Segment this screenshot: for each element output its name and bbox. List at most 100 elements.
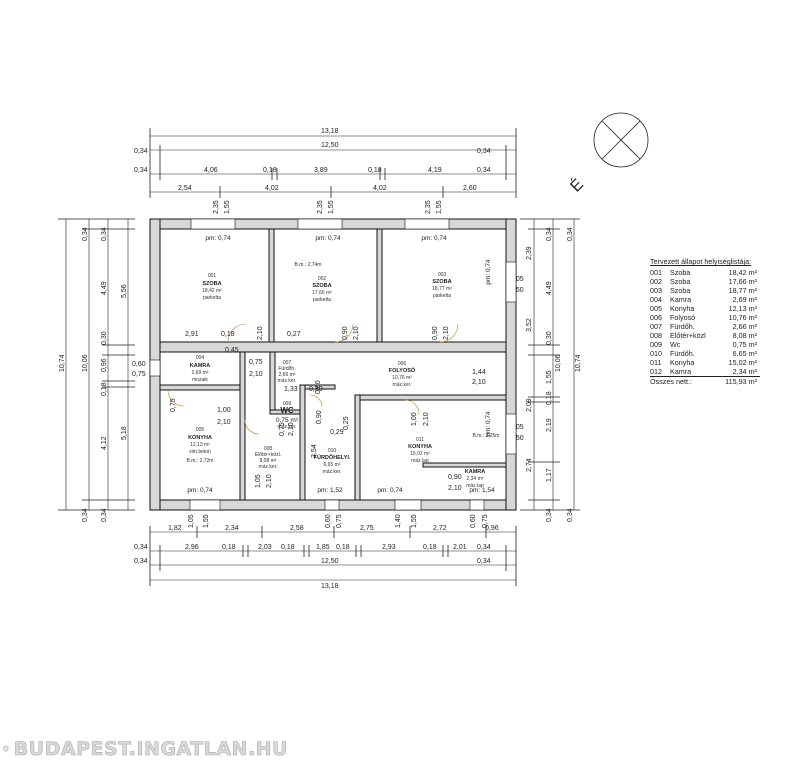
inner-l1-1: 0,18 — [221, 331, 235, 338]
inner-corr-5: 0,75 — [279, 422, 286, 436]
doors — [167, 323, 459, 435]
room-011-id: 011 — [416, 437, 424, 443]
room-006-id: 006 — [398, 361, 407, 367]
room-009-name: WC — [280, 406, 294, 415]
top-seg-1: 4,06 — [204, 167, 218, 174]
legend-id: 005 — [650, 304, 662, 313]
legend-name: Fürdőh. — [670, 349, 695, 358]
room-011-pm-side: pm: 0,74 — [485, 411, 492, 437]
room-004-id: 004 — [196, 355, 205, 361]
top-overall-dim: 13,18 — [321, 128, 339, 135]
bottom-row2-4: 0,18 — [281, 544, 295, 551]
inner-corr-8: 2,10 — [266, 474, 273, 488]
top-win-2: 4,02 — [265, 185, 279, 192]
top-window-dim-1b: 1,55 — [224, 200, 231, 214]
inner-corr-7: 1,05 — [255, 474, 262, 488]
legend-area: 6,65 m² — [732, 349, 757, 358]
room-007-id: 007 — [283, 360, 292, 366]
legend-name: Wc — [670, 340, 681, 349]
room-011-floor: máz.lap — [411, 458, 429, 464]
bottom-wall-right2: 0,34 — [477, 558, 491, 565]
left-side-1b: 0,34 — [101, 227, 108, 241]
top-seg-4: 0,18 — [368, 167, 382, 174]
left-side-5: 0,18 — [101, 382, 108, 396]
inner-l2-1: 0,75 — [249, 359, 263, 366]
room-008-area: 8,08 m² — [260, 458, 277, 464]
room-001-area: 18,42 m² — [202, 288, 222, 294]
legend-row: 001 Szoba 18,42 m² — [650, 268, 760, 277]
room-007-floor: máz.ker. — [278, 378, 297, 384]
legend-id: 012 — [650, 367, 662, 376]
inner-labels: 2,91 0,18 2,10 0,27 0,90 2,10 0,90 2,10 … — [170, 326, 462, 492]
left-opening-1: 0,60 — [132, 361, 146, 368]
room-003-pm: pm: 0,74 — [421, 235, 447, 242]
legend-name: Szoba — [670, 268, 691, 277]
bottom-window-3a: 1,40 — [395, 514, 402, 528]
bottom-row2-6: 0,18 — [336, 544, 350, 551]
right-side-4: 1,55 — [546, 370, 553, 384]
inner-l2-3: 1,33 — [284, 386, 298, 393]
legend-id: 006 — [650, 313, 662, 322]
right-window-1a: 2,05 — [510, 276, 524, 283]
room-004-name: KAMRA — [190, 363, 210, 369]
legend-title: Tervezett állapot helyiséglistája: — [650, 257, 752, 266]
left-side-3: 0,30 — [101, 331, 108, 345]
bottom-window-4b: 0,75 — [482, 514, 489, 528]
room-010-floor: máz.ker. — [323, 469, 342, 475]
bottom-row2-9: 2,01 — [453, 544, 467, 551]
legend-name: Kamra — [670, 367, 692, 376]
legend-area: 18,42 m² — [728, 268, 757, 277]
room-005-bm: B.m.: 2,72m — [187, 458, 214, 464]
top-window-dim-1a: 2,35 — [213, 200, 220, 214]
left-side-2: 4,49 — [101, 281, 108, 295]
room-003-name: SZOBA — [432, 279, 451, 285]
legend-area: 10,76 m² — [728, 313, 757, 322]
legend-area: 0,75 m² — [732, 340, 757, 349]
bottom-window-1a: 1,05 — [188, 514, 195, 528]
room-002-pm: pm: 0,74 — [315, 235, 341, 242]
top-wall-dim-left: 0,34 — [134, 148, 148, 155]
bottom-window-2b: 0,75 — [336, 514, 343, 528]
right-door-1: 1,44 — [472, 369, 486, 376]
left-overall-dim: 10,74 — [59, 354, 66, 372]
right-inner-dim: 10,06 — [555, 354, 562, 372]
right-window-1b: 1,50 — [510, 287, 524, 294]
room-010-id: 010 — [328, 448, 337, 454]
right-side-8: 0,34 — [546, 508, 553, 522]
bottom-row2-2: 0,18 — [222, 544, 236, 551]
legend-total-area: 115,93 m² — [725, 377, 757, 386]
room-005-id: 005 — [196, 427, 205, 433]
bottom-seg-2: 2,34 — [225, 525, 239, 532]
room-005-floor: sim.beton — [189, 449, 211, 455]
inner-door-4: 0,90 — [448, 474, 462, 481]
top-wall-dim-right2: 0,34 — [477, 167, 491, 174]
legend-id: 001 — [650, 268, 662, 277]
left-side-6: 4,12 — [101, 436, 108, 450]
room-005-pm: pm: 0,74 — [187, 487, 213, 494]
top-wall-dim-right: 0,34 — [477, 148, 491, 155]
right-side-3: 0,30 — [546, 331, 553, 345]
left-mid-1: 5,56 — [121, 284, 128, 298]
left-mid-2: 5,18 — [121, 426, 128, 440]
inner-door-1: 2,10 — [217, 419, 231, 426]
room-003-floor: parketta — [433, 293, 451, 299]
bottom-row2-3: 2,03 — [258, 544, 272, 551]
watermark-text: BUDAPEST.INGATLAN.HU — [13, 738, 288, 761]
legend-area: 2,69 m² — [732, 295, 757, 304]
room-011-name: KONYHA — [408, 444, 432, 450]
legend-id: 009 — [650, 340, 662, 349]
north-arrow: É — [566, 112, 649, 196]
legend-id: 008 — [650, 331, 662, 340]
right-side-6: 2,19 — [546, 418, 553, 432]
room-006-name: FOLYOSÓ — [389, 366, 416, 374]
left-dimensions: 10,74 10,06 0,34 0,34 4,49 0,30 0,96 0,1… — [58, 218, 146, 522]
bottom-row2-8: 0,18 — [423, 544, 437, 551]
inner-corr-4: 3,54 — [311, 444, 318, 458]
